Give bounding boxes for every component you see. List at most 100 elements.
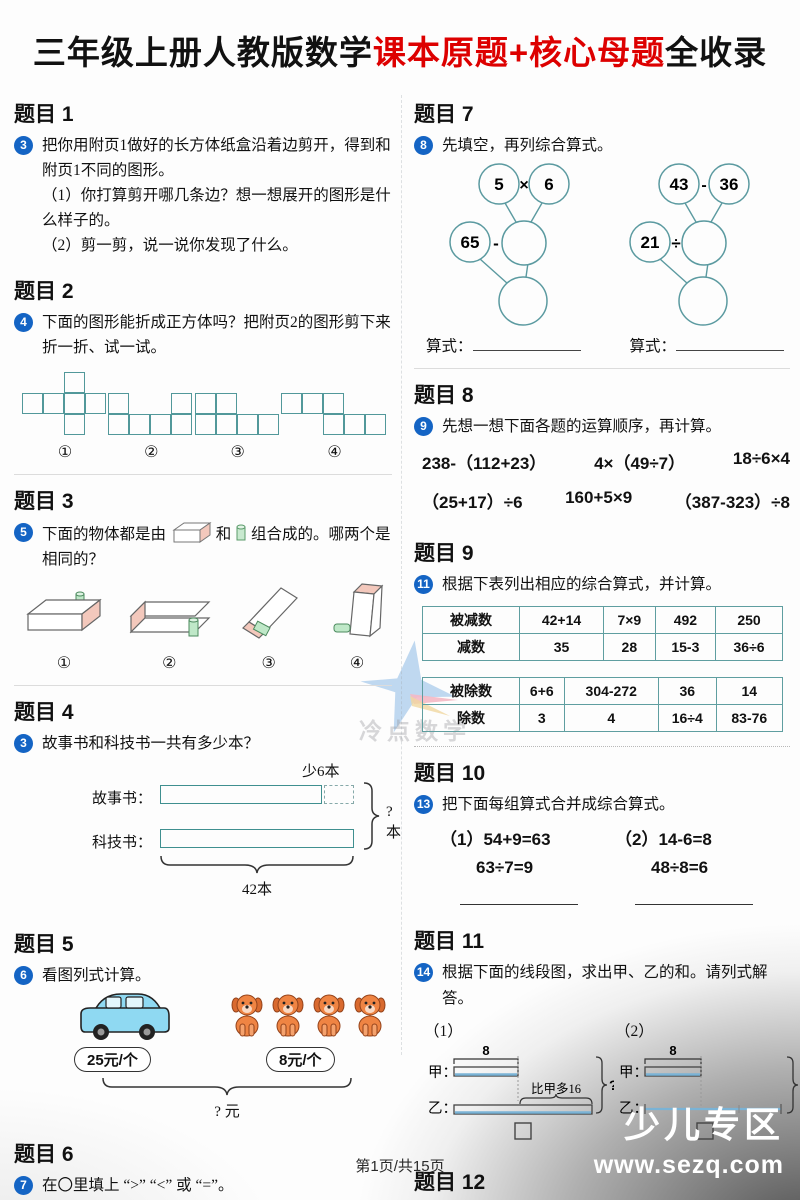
story-bar-extension (324, 785, 354, 805)
problem10: 13 把下面每组算式合并成综合算式。 (414, 792, 790, 817)
problem4: 3 故事书和科技书一共有多少本？ (14, 731, 392, 756)
object2-drawing (129, 600, 211, 637)
separator (14, 473, 392, 475)
tree2-op1: - (701, 177, 706, 194)
problem10-heading: 题目 10 (414, 762, 486, 786)
answer-line[interactable] (472, 336, 581, 352)
object3-drawing (241, 587, 298, 639)
tree1-op2: - (493, 234, 499, 253)
more-than-jia-label: 比甲多16 (531, 1082, 581, 1096)
cuboid-icon (172, 521, 212, 543)
tree1-a: 5 (494, 175, 503, 194)
net4-label: ④ (327, 443, 342, 461)
problem5-text: 看图列式计算。 (42, 967, 151, 985)
problem8-text: 先想一想下面各题的运算顺序，再计算。 (442, 418, 722, 436)
dog-price-label: 8元/个 (266, 1047, 335, 1073)
problem2: 4 下面的图形能折成正方体吗？把附页2的图形剪下来折一折、试一试。 (14, 310, 392, 360)
problem4-badge: 3 (14, 733, 33, 753)
answer-box[interactable] (514, 1121, 532, 1140)
problem3-text-after: 组合成的。哪两个是相同的？ (42, 525, 391, 568)
tree1-c: 65 (461, 233, 480, 252)
dog-icon (354, 994, 386, 1037)
problem3-heading: 题目 3 (14, 489, 74, 513)
question-books-label: ? 本 (386, 804, 402, 842)
problem2-badge: 4 (14, 312, 33, 332)
tree2-c: 21 (641, 233, 660, 252)
problem5-diagram: 25元/个 8元/个 ? 元 (14, 990, 392, 1128)
object-1: ① (20, 586, 108, 673)
column-divider (401, 95, 402, 1055)
title-part-black1: 三年级上册人教版数学 (32, 34, 373, 71)
jia-label: 甲： (428, 1065, 457, 1081)
tree1-op1: × (519, 177, 528, 194)
car-price-label: 25元/个 (74, 1047, 151, 1073)
story-bar (160, 785, 322, 805)
segment-figure-1: 甲： 8 比甲多16 乙： ? (428, 1043, 618, 1140)
objects-row: ① ② ③ (20, 578, 390, 673)
title-part-black2: 全收录 (665, 34, 768, 71)
brand-url[interactable]: www.sezq.com (593, 1151, 784, 1179)
problem9-heading: 题目 9 (414, 542, 474, 566)
tree2-op2: ÷ (671, 234, 680, 253)
cube-net-4: ④ (280, 372, 388, 462)
suanshi-2: 算式： (629, 334, 784, 356)
problem7-text: 先填空，再列综合算式。 (442, 137, 613, 154)
object4-drawing (333, 583, 384, 638)
number-trees: 5 × 6 65 - 43 - 36 21 ÷ (414, 158, 790, 328)
yi-label: 乙： (619, 1101, 648, 1117)
problem8: 9 先想一想下面各题的运算顺序，再计算。 (414, 414, 790, 439)
problem5-heading: 题目 5 (14, 933, 74, 957)
problem9-badge: 11 (414, 575, 433, 595)
problem1-badge: 3 (14, 136, 33, 155)
problem3-badge: 5 (14, 522, 33, 542)
page-title: 三年级上册人教版数学课本原题+核心母题全收录 (0, 26, 800, 74)
net2-label: ② (144, 443, 159, 461)
object1-label: ① (56, 654, 72, 672)
yi-label: 乙： (428, 1101, 457, 1117)
answer-line[interactable] (676, 336, 784, 352)
dog-icon (231, 994, 263, 1037)
problem10-text: 把下面每组算式合并成综合算式。 (442, 796, 675, 814)
cube-net-2: ② (108, 372, 194, 462)
story-label: 故事书： (92, 791, 153, 808)
car-icon (80, 993, 170, 1041)
problem12-heading: 题目 12 (414, 1170, 486, 1194)
dog-icon (272, 994, 304, 1037)
problem7: 8 先填空，再列综合算式。 (414, 133, 790, 158)
group-2: （2）14-6=8 48÷8=6 (615, 825, 790, 906)
problem3-text-before: 下面的物体都是由 (42, 525, 167, 543)
cube-net-1: ① (22, 371, 108, 462)
eight-label: 8 (669, 1043, 676, 1058)
question-yuan-label: ? 元 (214, 1104, 240, 1121)
answer-line[interactable] (635, 894, 753, 906)
problem1-sub1: （1）你打算剪开哪几条边？想一想展开的图形是什么样子的。 (42, 187, 391, 230)
p8-row1: 238-（112+23）4×（49÷7）18÷6×4 (422, 449, 790, 474)
problem1-text: 把你用附页1做好的长方体纸盒沿着边剪开，得到和附页1不同的图形。 (42, 137, 391, 180)
tech-label: 科技书： (92, 835, 153, 852)
right-column: 题目 7 8 先填空，再列综合算式。 5 × 6 65 - (414, 88, 799, 1200)
problem5-badge: 6 (14, 966, 33, 986)
problem10-badge: 13 (414, 795, 433, 815)
p5-bottom-brace (102, 1078, 352, 1096)
total-books-label: 42本 (241, 882, 272, 899)
object1-drawing (26, 591, 102, 632)
problem1-sub2: （2）剪一剪，说一说你发现了什么。 (42, 237, 298, 255)
segment-diagrams: （1） 甲： 8 比甲多16 乙： ? (414, 1019, 799, 1148)
answer-box[interactable] (696, 1121, 714, 1140)
bottom-brace (160, 856, 354, 874)
answer-line[interactable] (460, 894, 578, 906)
cylinder-icon (236, 524, 246, 541)
number-tree-1: 5 × 6 65 - (449, 163, 570, 326)
problem6-badge: 7 (14, 1176, 33, 1196)
object3-label: ③ (261, 654, 276, 672)
problem11-heading: 题目 11 (414, 930, 485, 954)
object-4: ④ (324, 578, 390, 673)
title-part-red: 课本原题+核心母题 (372, 34, 666, 71)
problem1: 3 把你用附页1做好的长方体纸盒沿着边剪开，得到和附页1不同的图形。 （1）你打… (14, 133, 392, 259)
problem6-heading: 题目 6 (14, 1143, 74, 1167)
right-brace (363, 782, 380, 850)
segment-diagram-2: （2） 甲： 8 乙： ? (605, 1019, 799, 1148)
